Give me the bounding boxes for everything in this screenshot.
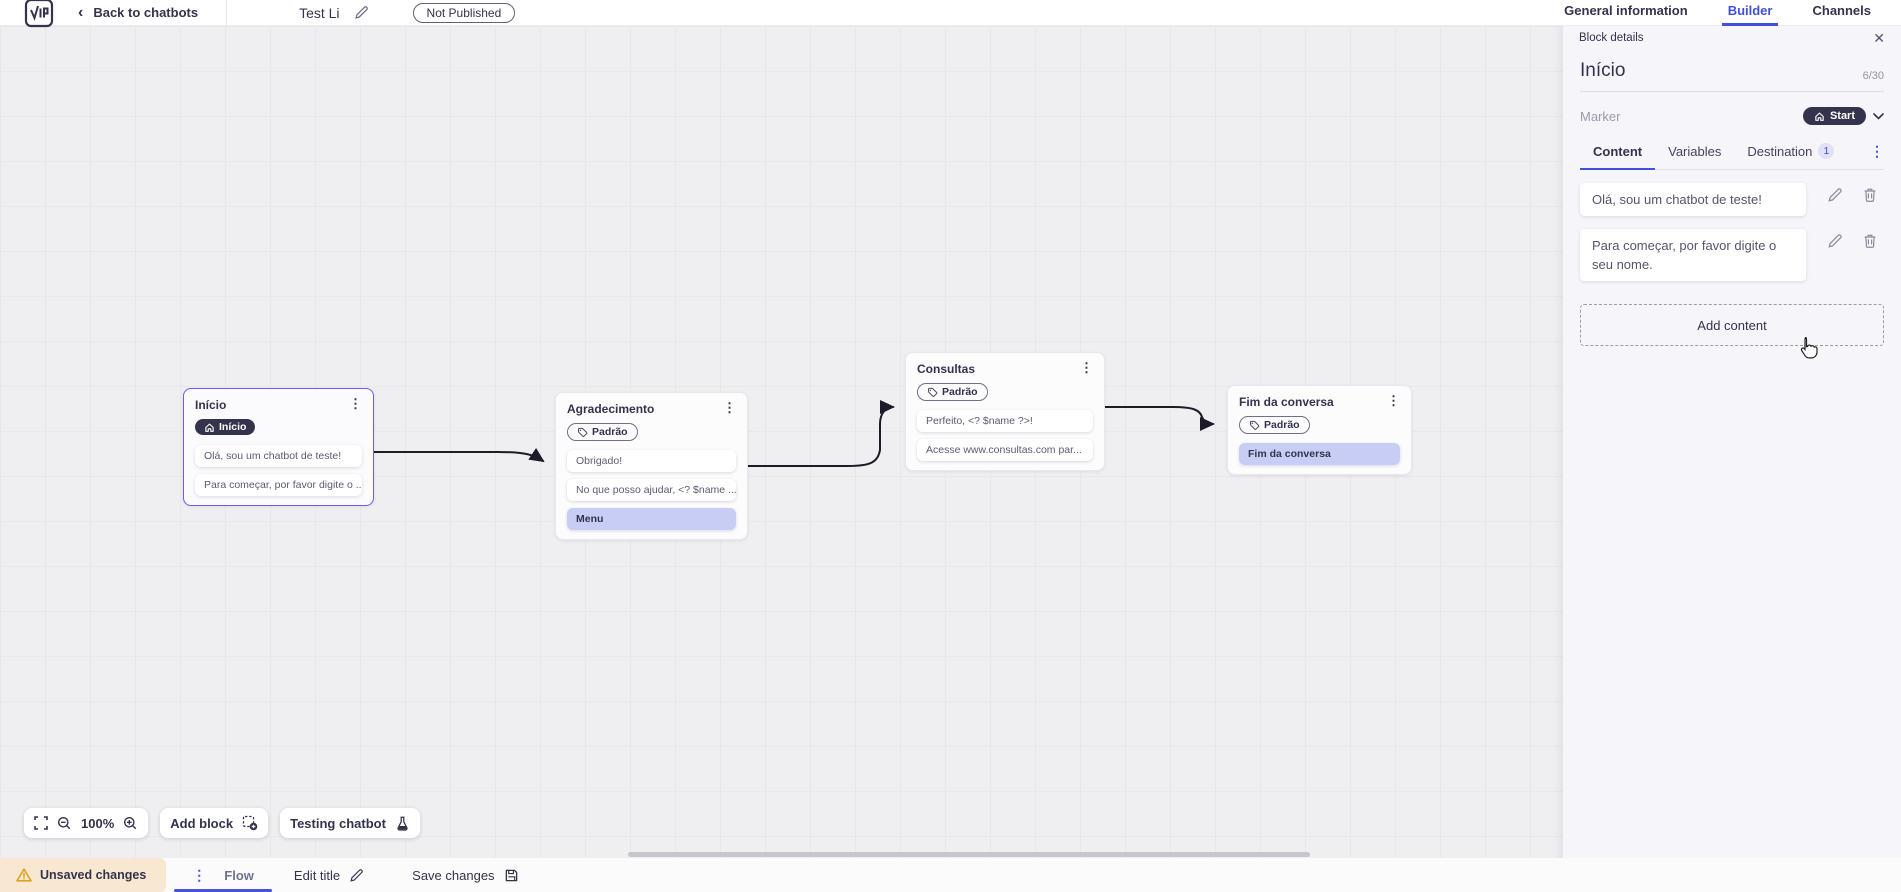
header-divider (226, 0, 228, 26)
save-changes-label: Save changes (412, 867, 495, 883)
app-logo-icon (24, 0, 54, 27)
delete-message-icon[interactable] (1862, 233, 1878, 249)
start-pill: Start (1802, 107, 1866, 125)
home-icon (1815, 112, 1824, 121)
tag-icon (578, 427, 588, 437)
fit-view-icon[interactable] (34, 816, 48, 830)
block-menu-icon[interactable]: ⋮ (1387, 393, 1400, 408)
chevron-down-icon (1873, 112, 1884, 120)
block-message-item[interactable]: Acesse www.consultas.com par... (917, 438, 1093, 461)
content-item-row: Para começar, por favor digite o seu nom… (1580, 229, 1884, 281)
back-to-chatbots-button[interactable]: ‹ Back to chatbots (78, 4, 198, 22)
zoom-out-icon[interactable] (57, 816, 72, 831)
flow-block-inicio[interactable]: Início ⋮ Início Olá, sou um chatbot de t… (183, 388, 374, 506)
flow-block-agradecimento[interactable]: Agradecimento ⋮ Padrão Obrigado! No que … (555, 392, 748, 540)
block-name-input[interactable]: Início (1580, 60, 1626, 81)
block-message-item[interactable]: Obrigado! (567, 449, 736, 472)
destination-count-badge: 1 (1818, 143, 1835, 159)
flow-tab[interactable]: ⋮ Flow (174, 858, 272, 892)
block-menu-icon[interactable]: ⋮ (1080, 360, 1093, 375)
testing-chatbot-button[interactable]: Testing chatbot (280, 808, 420, 838)
edit-title-icon[interactable] (354, 5, 369, 20)
edit-title-button[interactable]: Edit title (294, 868, 364, 883)
block-menu-icon[interactable]: ⋮ (723, 400, 736, 415)
block-title: Início (195, 398, 227, 412)
edit-title-label: Edit title (293, 867, 341, 883)
tab-content[interactable]: Content (1580, 144, 1656, 170)
tab-channels[interactable]: Channels (1812, 3, 1871, 18)
flow-block-fim-da-conversa[interactable]: Fim da conversa ⋮ Padrão Fim da conversa (1227, 385, 1412, 475)
tag-icon (1250, 420, 1260, 430)
add-block-label: Add block (170, 815, 234, 831)
flow-menu-icon[interactable]: ⋮ (192, 866, 207, 883)
pencil-icon (350, 868, 363, 882)
unsaved-changes-badge: Unsaved changes (0, 858, 167, 892)
chatbot-title[interactable]: Test Li (299, 4, 340, 21)
testing-chatbot-label: Testing chatbot (290, 815, 386, 831)
header-tabs: General information Builder Channels (1564, 0, 1901, 26)
char-counter: 6/30 (1862, 70, 1884, 82)
marker-select[interactable]: Start (1802, 107, 1884, 125)
horizontal-scrollbar[interactable] (628, 852, 1310, 857)
top-header: ‹ Back to chatbots Test Li Not Published… (0, 0, 1901, 27)
flow-canvas[interactable]: Início ⋮ Início Olá, sou um chatbot de t… (0, 26, 1563, 858)
add-block-button[interactable]: Add block (160, 808, 269, 838)
zoom-in-icon[interactable] (123, 816, 138, 831)
back-label: Back to chatbots (93, 5, 199, 20)
block-message-item[interactable]: Para começar, por favor digite o ... (195, 473, 362, 496)
tag-icon (928, 387, 938, 397)
back-chevron-icon: ‹ (78, 3, 84, 21)
content-message[interactable]: Olá, sou um chatbot de teste! (1580, 183, 1806, 216)
add-block-icon (242, 815, 258, 831)
padrao-badge: Padrão (567, 423, 638, 441)
content-item-row: Olá, sou um chatbot de teste! (1580, 183, 1884, 216)
marker-label: Marker (1580, 108, 1621, 124)
tab-general-information[interactable]: General information (1564, 3, 1688, 18)
padrao-badge: Padrão (1239, 416, 1310, 434)
content-message[interactable]: Para começar, por favor digite o seu nom… (1580, 229, 1806, 281)
flow-tab-label: Flow (224, 867, 254, 883)
padrao-badge: Padrão (917, 383, 988, 401)
block-end-item[interactable]: Fim da conversa (1239, 442, 1400, 465)
bottom-bar: Unsaved changes ⋮ Flow Edit title Save c… (0, 858, 1901, 892)
edit-message-icon[interactable] (1827, 233, 1843, 249)
block-menu-icon[interactable]: ⋮ (349, 396, 362, 411)
flask-icon (397, 816, 408, 831)
canvas-controls: 100% Add block Testing chatbot (24, 808, 420, 838)
block-message-item[interactable]: No que posso ajudar, <? $name ... (567, 478, 736, 501)
tab-variables[interactable]: Variables (1668, 144, 1722, 159)
delete-message-icon[interactable] (1862, 187, 1878, 203)
home-icon (205, 423, 214, 432)
start-marker-badge: Início (195, 419, 256, 435)
warning-icon (16, 868, 32, 882)
block-title: Consultas (917, 362, 976, 376)
status-badge: Not Published (412, 2, 516, 23)
zoom-controls: 100% (24, 808, 149, 838)
block-message-item[interactable]: Perfeito, <? $name ?>! (917, 409, 1093, 432)
panel-title: Block details (1579, 32, 1644, 44)
zoom-level: 100% (81, 815, 115, 831)
save-icon (505, 869, 517, 881)
save-changes-button[interactable]: Save changes (412, 868, 518, 883)
block-title: Fim da conversa (1239, 395, 1334, 409)
add-content-button[interactable]: Add content (1580, 304, 1884, 346)
panel-menu-icon[interactable]: ⋮ (1870, 143, 1884, 159)
block-menu-item[interactable]: Menu (567, 507, 736, 530)
close-icon[interactable]: ✕ (1873, 29, 1885, 46)
block-details-panel: Block details ✕ Início 6/30 Marker Start… (1563, 26, 1901, 880)
block-title: Agradecimento (567, 402, 655, 416)
tab-builder[interactable]: Builder (1721, 3, 1779, 26)
flow-block-consultas[interactable]: Consultas ⋮ Padrão Perfeito, <? $name ?>… (905, 352, 1105, 471)
edit-message-icon[interactable] (1827, 187, 1843, 203)
block-message-item[interactable]: Olá, sou um chatbot de teste! (195, 444, 362, 467)
